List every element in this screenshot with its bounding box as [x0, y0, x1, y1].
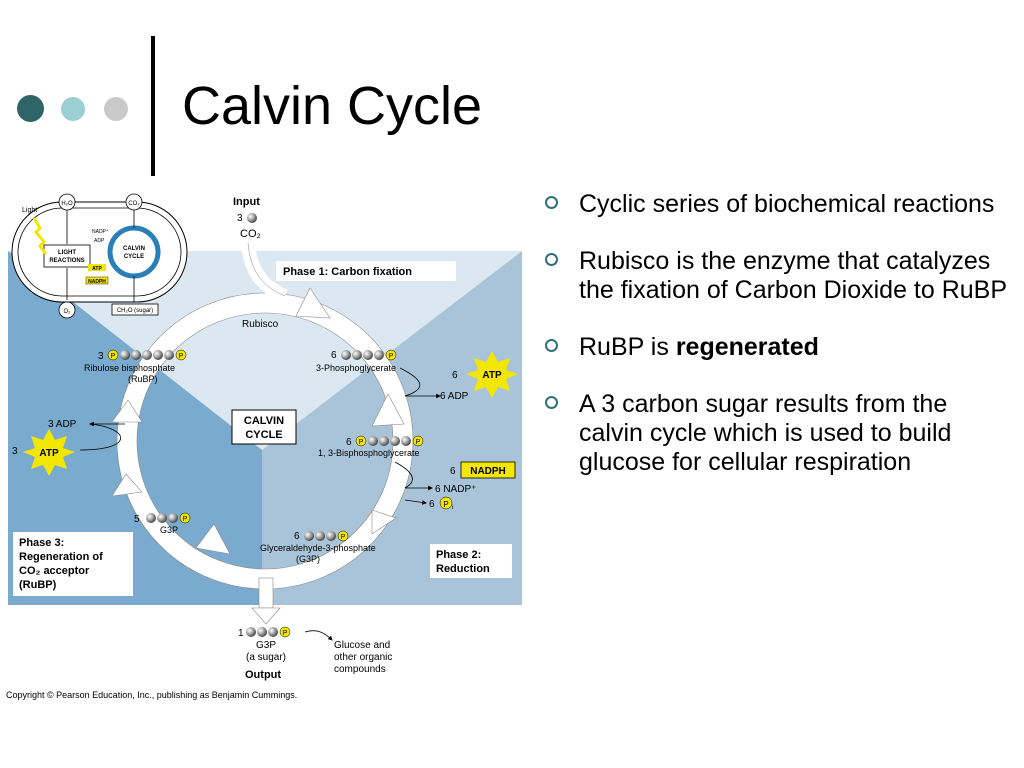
svg-text:Reduction: Reduction: [436, 563, 490, 575]
accent-dot-2: [61, 97, 85, 121]
svg-text:NADPH: NADPH: [88, 279, 106, 285]
svg-text:6: 6: [450, 466, 456, 477]
glucose-label: Glucose and: [334, 640, 390, 651]
svg-text:CYCLE: CYCLE: [124, 254, 144, 260]
adp-3-label: 3 ADP: [48, 419, 77, 430]
svg-text:P: P: [183, 516, 188, 523]
bullet-item: Rubisco is the enzyme that catalyzes the…: [545, 247, 1015, 305]
svg-text:Regeneration of: Regeneration of: [19, 551, 103, 563]
phase2-label: Phase 2:: [436, 549, 481, 561]
phase2-panel: [262, 251, 522, 605]
phase1-label: Phase 1: Carbon fixation: [283, 266, 412, 278]
svg-text:P: P: [443, 500, 448, 509]
svg-text:3: 3: [12, 446, 18, 457]
svg-text:(G3P): (G3P): [296, 554, 320, 564]
nadph-box: [460, 461, 516, 479]
svg-text:3: 3: [237, 213, 243, 224]
bullet-item: Cyclic series of biochemical reactions: [545, 190, 1015, 219]
accent-dot-1: [17, 95, 44, 122]
svg-text:5: 5: [134, 514, 140, 525]
bpg-molecule: P P: [355, 435, 424, 447]
svg-text:CO₂ acceptor: CO₂ acceptor: [19, 565, 90, 577]
svg-text:(a sugar): (a sugar): [246, 652, 286, 663]
svg-text:P: P: [111, 353, 116, 360]
bullet-item: A 3 carbon sugar results from the calvin…: [545, 390, 1015, 477]
chloroplast-inset: LIGHT REACTIONS CALVIN CYCLE Light H₂O C…: [11, 193, 188, 319]
svg-text:i: i: [452, 505, 453, 511]
svg-text:G3P: G3P: [256, 640, 276, 651]
svg-text:6: 6: [452, 370, 458, 381]
svg-text:NADP⁺: NADP⁺: [92, 229, 109, 235]
accent-dot-3: [104, 97, 128, 121]
svg-text:ATP: ATP: [482, 370, 502, 381]
bullet-marker: [545, 253, 558, 266]
svg-text:P: P: [341, 534, 346, 541]
sugar-label: CH₂O (sugar): [117, 308, 153, 314]
g3p-6-label: Glyceraldehyde-3-phosphate: [260, 543, 376, 553]
svg-text:ADP: ADP: [94, 238, 105, 244]
light-reactions-label: LIGHT: [58, 250, 76, 256]
pga-molecule: P: [341, 349, 397, 361]
output-label: Output: [245, 669, 281, 681]
calvin-cycle-center-label: CALVIN: [244, 415, 284, 427]
svg-text:CYCLE: CYCLE: [245, 429, 282, 441]
bullet-marker: [545, 339, 558, 352]
co2-inset-label: CO₂: [128, 201, 140, 207]
g3p-6-molecule: P: [304, 530, 349, 542]
atp-starburst-1: [466, 351, 518, 398]
h2o-label: H₂O: [61, 201, 73, 207]
bullet-item: RuBP is regenerated: [545, 333, 1015, 362]
inset-calvin-label: CALVIN: [123, 246, 145, 252]
svg-text:ATP: ATP: [39, 448, 59, 459]
copyright-notice: Copyright © Pearson Education, Inc., pub…: [6, 690, 298, 700]
rubp-label: Ribulose bisphosphate: [84, 363, 175, 373]
rubisco-label: Rubisco: [242, 319, 279, 330]
bpg-label: 1, 3-Bisphosphoglycerate: [318, 448, 420, 458]
svg-text:6: 6: [346, 437, 352, 448]
svg-text:6: 6: [294, 531, 300, 542]
svg-text:other organic: other organic: [334, 652, 392, 663]
svg-text:P: P: [283, 630, 288, 637]
svg-text:P: P: [359, 439, 364, 446]
svg-text:3: 3: [98, 351, 104, 362]
atp-starburst-3: [23, 429, 75, 476]
o2-label: O₂: [64, 309, 72, 315]
co2-input-label: CO₂: [240, 228, 261, 240]
input-label: Input: [233, 196, 260, 208]
adp-6-label: 6 ADP: [440, 391, 469, 402]
svg-text:P: P: [416, 439, 421, 446]
svg-text:6: 6: [429, 499, 435, 510]
svg-text:ATP: ATP: [92, 266, 102, 272]
slide-title: Calvin Cycle: [182, 76, 483, 136]
svg-text:(RuBP): (RuBP): [19, 579, 57, 591]
svg-text:P: P: [179, 353, 184, 360]
bullet-marker: [545, 196, 558, 209]
phase3-label: Phase 3:: [19, 537, 64, 549]
g3p-5-label: G3P: [160, 525, 178, 535]
light-label: Light: [22, 207, 37, 214]
svg-text:(RuBP): (RuBP): [128, 374, 158, 384]
g3p-5-molecule: P: [146, 512, 191, 524]
svg-text:NADPH: NADPH: [470, 466, 506, 477]
svg-text:6: 6: [331, 350, 337, 361]
pga-label: 3-Phosphoglycerate: [316, 363, 396, 373]
output-g3p-molecule: P: [246, 626, 291, 638]
svg-text:1: 1: [238, 628, 244, 639]
nadp-6-label: 6 NADP⁺: [435, 484, 476, 495]
svg-text:REACTIONS: REACTIONS: [49, 258, 84, 264]
svg-text:compounds: compounds: [334, 664, 386, 675]
bullet-list: Cyclic series of biochemical reactions R…: [545, 190, 1015, 505]
rubp-molecule: P P: [107, 349, 187, 361]
title-divider: [151, 36, 155, 176]
calvin-cycle-diagram: LIGHT REACTIONS CALVIN CYCLE Light H₂O C…: [8, 193, 522, 681]
svg-text:P: P: [389, 353, 394, 360]
bullet-marker: [545, 396, 558, 409]
